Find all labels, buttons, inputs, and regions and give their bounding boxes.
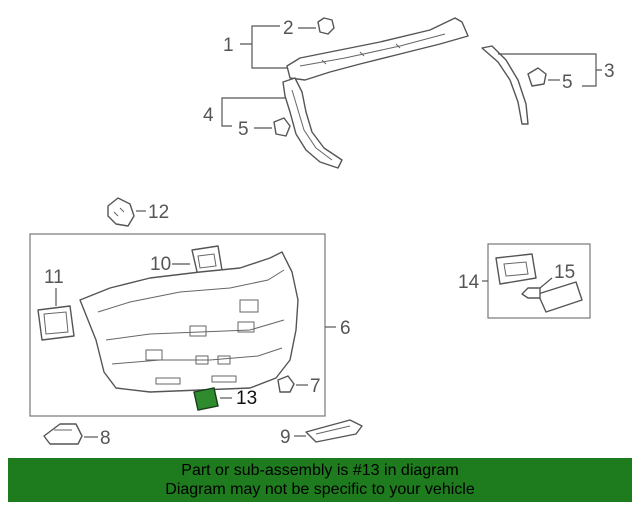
highlighted-part-13[interactable] — [193, 387, 219, 411]
callout-15[interactable]: 15 — [554, 262, 575, 283]
bracket-part-8[interactable] — [43, 423, 83, 445]
callout-8[interactable]: 8 — [100, 428, 111, 449]
side-trim-part-3[interactable] — [481, 45, 529, 125]
callout-1[interactable]: 1 — [223, 35, 234, 56]
lamp-housing[interactable] — [495, 253, 537, 285]
pillar-trim-part-4[interactable] — [282, 77, 343, 169]
callout-12[interactable]: 12 — [148, 202, 169, 223]
callout-4[interactable]: 4 — [203, 105, 214, 126]
bracket-part-12[interactable] — [107, 197, 135, 227]
clip-part-5b[interactable] — [527, 67, 547, 87]
clip-part-2[interactable] — [317, 17, 335, 35]
callout-7[interactable]: 7 — [310, 376, 321, 397]
upper-trim-group: 1 2 4 5 3 5 — [203, 17, 615, 169]
banner-line-1: Part or sub-assembly is #13 in diagram — [181, 462, 459, 479]
clip-part-7[interactable] — [277, 375, 295, 393]
assembly-frame-6 — [29, 233, 326, 417]
banner-line-2: Diagram may not be specific to your vehi… — [165, 481, 475, 498]
parts-diagram: 1 2 4 5 3 5 12 6 10 — [29, 17, 615, 449]
callout-11[interactable]: 11 — [44, 267, 64, 288]
backdoor-trim-group: 6 10 11 7 13 — [29, 233, 351, 417]
lamp-lens[interactable] — [537, 281, 583, 313]
strip-part-9[interactable] — [305, 419, 363, 443]
bulb-part-15[interactable] — [521, 287, 541, 299]
lamp-group: 14 15 — [458, 243, 591, 319]
part-12-group: 12 — [107, 197, 169, 227]
callout-3[interactable]: 3 — [604, 61, 615, 82]
clip-part-5a[interactable] — [273, 117, 291, 137]
callout-5b[interactable]: 5 — [562, 72, 573, 93]
lower-parts-group: 8 9 — [43, 419, 363, 449]
callout-14[interactable]: 14 — [458, 272, 480, 293]
callout-13[interactable]: 13 — [236, 388, 257, 409]
backdoor-trim-panel[interactable] — [79, 251, 299, 393]
callout-10[interactable]: 10 — [150, 254, 171, 275]
callout-6[interactable]: 6 — [340, 318, 351, 339]
roof-trim-part-1[interactable] — [286, 17, 469, 81]
cover-part-11[interactable] — [37, 305, 75, 341]
callout-2[interactable]: 2 — [283, 18, 294, 39]
callout-5a[interactable]: 5 — [238, 119, 249, 140]
callout-9[interactable]: 9 — [280, 427, 291, 448]
info-banner: Part or sub-assembly is #13 in diagram D… — [8, 458, 632, 502]
